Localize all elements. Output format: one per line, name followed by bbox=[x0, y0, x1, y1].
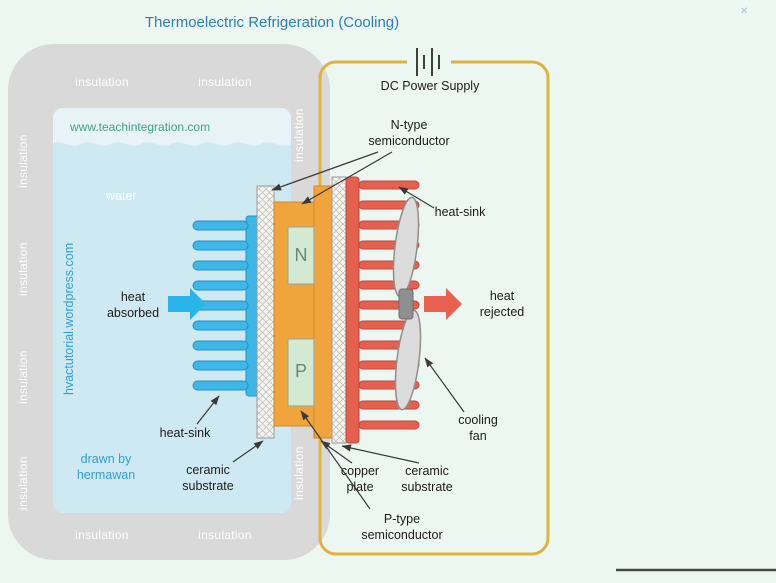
water-surface-wave bbox=[53, 108, 291, 146]
ceramic-substrate-left-callout: ceramic substrate bbox=[182, 463, 234, 493]
water-label: water bbox=[106, 189, 137, 203]
ceramic-substrate-left-shape bbox=[256, 185, 275, 439]
dc-power-supply-label: DC Power Supply bbox=[380, 79, 480, 93]
p-semiconductor-shape bbox=[287, 338, 315, 407]
close-mark: ✕ bbox=[740, 6, 749, 17]
heat-rejected-callout: heat rejected bbox=[479, 289, 525, 319]
insulation-label-bottom-right: insulation bbox=[198, 528, 252, 542]
credit-text: drawn by hermawan bbox=[76, 452, 136, 482]
insulation-label-top-left: insulation bbox=[75, 75, 129, 89]
battery-icon bbox=[416, 48, 440, 76]
leader-lines bbox=[196, 151, 465, 510]
heat-sink-left-callout: heat-sink bbox=[159, 426, 211, 440]
cold-heat-sink bbox=[192, 215, 260, 397]
heat-absorbed-callout: heat absorbed bbox=[106, 290, 160, 320]
n-type-callout: N-type semiconductor bbox=[368, 118, 450, 148]
copper-hot-shape bbox=[313, 185, 333, 439]
heat-rejected-arrow bbox=[424, 288, 462, 320]
insulation-label-top-right: insulation bbox=[198, 75, 252, 89]
p-type-callout: P-type semiconductor bbox=[361, 512, 443, 542]
ceramic-substrate-right-callout: ceramic substrate bbox=[401, 464, 453, 494]
copper-plate-callout: copper plate bbox=[340, 464, 380, 494]
tec-module bbox=[256, 176, 347, 444]
ceramic-substrate-right-shape bbox=[331, 176, 347, 444]
heat-absorbed-arrow bbox=[168, 288, 206, 320]
watermark-teachintegration: www.teachintegration.com bbox=[70, 120, 211, 134]
cooling-fan bbox=[392, 196, 422, 411]
cooling-fan-callout: cooling fan bbox=[458, 413, 498, 443]
page-title: Thermoelectric Refrigeration (Cooling) bbox=[144, 14, 400, 31]
p-block-letter: P bbox=[294, 361, 307, 381]
n-block-letter: N bbox=[294, 245, 308, 265]
heat-sink-right-callout: heat-sink bbox=[434, 205, 486, 219]
n-semiconductor-shape bbox=[287, 226, 315, 285]
insulation-label-bottom-left: insulation bbox=[75, 528, 129, 542]
